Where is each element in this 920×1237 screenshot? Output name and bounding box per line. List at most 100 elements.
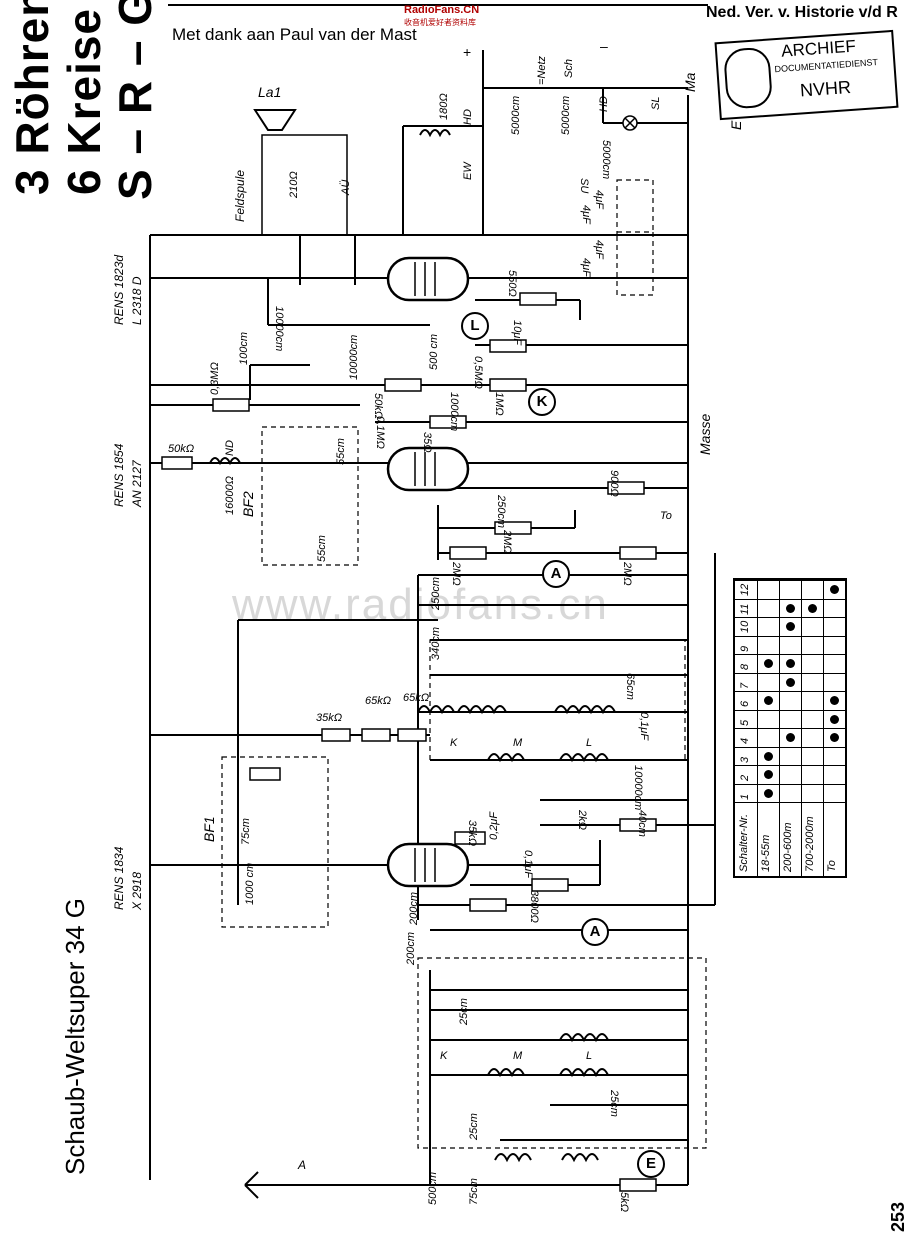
label-c250-b: 250cm (430, 576, 442, 610)
label-c01uf: 0,1μF (638, 712, 650, 741)
switch-dot (764, 659, 773, 668)
label-r50k-b: 50kΩ (168, 443, 195, 455)
switch-number: 6 (739, 700, 751, 707)
label-hd: HD (462, 109, 474, 125)
switch-number: 8 (739, 663, 751, 670)
table-row (735, 580, 845, 581)
table-row (735, 654, 845, 655)
switch-dot (764, 770, 773, 779)
antenna-symbol (244, 1171, 320, 1199)
label-c10uf: 10μF (511, 320, 523, 345)
switch-number: 9 (739, 645, 751, 652)
switch-number: 1 (739, 793, 751, 800)
label-nd: ND (224, 440, 236, 456)
label-to: To (660, 510, 672, 522)
label-c200-b: 200cm (405, 931, 417, 965)
label-c40: 40cm (636, 810, 648, 837)
label-r2m-c: 2MΩ (621, 562, 633, 586)
label-c25-b: 25cm (608, 1090, 620, 1117)
switch-number: 5 (739, 719, 751, 726)
switch-dot (764, 696, 773, 705)
switch-dot (764, 751, 773, 761)
source-site: RadioFans.CN (404, 4, 480, 16)
label-r5k: 5kΩ (618, 1192, 630, 1212)
marker-k: K (528, 388, 556, 416)
label-sch: Sch (563, 59, 575, 78)
switch-number: 2 (739, 774, 751, 781)
label-c500: 500 cm (428, 333, 440, 370)
marker-a-2: A (581, 918, 609, 946)
speaker-icon (253, 109, 297, 131)
label-ew: EW (462, 162, 474, 180)
label-r900: 900Ω (608, 470, 620, 497)
table-row (735, 635, 845, 637)
tube-1-symbol (386, 256, 470, 302)
switch-dot (786, 733, 795, 742)
header-rule (168, 4, 708, 21)
switch-band-label: 700-2000m (804, 816, 816, 872)
label-m-1: M (513, 737, 523, 749)
label-ma: Ma (682, 72, 698, 92)
label-c55-b: 55cm (316, 535, 328, 562)
label-r65k-a: 65kΩ (365, 695, 392, 707)
label-sl: SL (650, 96, 662, 110)
label-hd-2: HD (598, 96, 610, 112)
switch-number: 4 (739, 737, 751, 744)
label-c02uf: 0,2μF (488, 811, 500, 840)
tube-3-symbol (386, 842, 470, 888)
label-k-2: K (440, 1050, 448, 1062)
label-c100: 100cm (238, 331, 250, 365)
label-c1000: 1000cm (448, 392, 460, 432)
label-l-2: L (586, 1050, 593, 1062)
switch-header-label: Schalter-Nr. (738, 813, 750, 872)
label-c10000-b: 10000cm (348, 334, 360, 380)
bf1-shield (221, 756, 329, 928)
label-c65: 65cm (624, 673, 636, 700)
label-su: SU (578, 178, 590, 194)
tube-2-symbol (386, 446, 470, 492)
label-antenna: A (298, 1158, 307, 1172)
table-row (735, 746, 845, 748)
label-r35: 35Ω (421, 432, 433, 453)
switch-number: 12 (739, 583, 751, 596)
label-c200: 200cm (408, 891, 420, 925)
label-c10000-a: 10000cm (273, 306, 285, 352)
marker-a-1: A (542, 560, 570, 588)
label-c75-b: 75cm (468, 1178, 480, 1205)
switch-band-label: To (826, 860, 838, 872)
table-row (735, 672, 845, 674)
switch-dot (830, 585, 839, 594)
label-c4uf-1: 4μF (593, 190, 605, 209)
oscillator-shield (417, 957, 707, 1149)
switch-dot (786, 622, 795, 631)
label-r1m: 1MΩ (493, 392, 505, 416)
switch-band-label: 200-600m (782, 822, 794, 872)
source-subtitle: 收音机爱好者资料库 (404, 18, 476, 27)
label-c1000-b: 1000 cm (244, 862, 256, 905)
switch-dot (830, 696, 839, 705)
label-minus: – (600, 38, 608, 54)
lamp-icon (622, 115, 638, 131)
label-c5000-b: 5000cm (560, 95, 572, 135)
label-r16000: 16000Ω (224, 476, 236, 515)
label-plus: + (463, 44, 472, 60)
switch-dot (764, 788, 773, 798)
society-name: Ned. Ver. v. Historie v/d R (706, 4, 898, 21)
switch-band-label: 18-55m (760, 834, 772, 872)
label-au: AÜ (340, 179, 352, 195)
label-c01uf-b: 0,1μF (522, 850, 534, 879)
label-c4uf-3: 4μF (593, 240, 605, 259)
switch-dot (786, 677, 795, 687)
label-c340: 340cm (430, 626, 442, 660)
label-feldspule: Feldspule (233, 169, 247, 222)
label-c25-c: 25cm (468, 1113, 480, 1140)
label-c4uf-4: 4μF (580, 258, 592, 277)
table-row (735, 598, 845, 600)
marker-e: E (637, 1150, 665, 1178)
label-c25-a: 25cm (458, 998, 470, 1025)
table-row (735, 783, 845, 785)
table-row (735, 728, 845, 729)
